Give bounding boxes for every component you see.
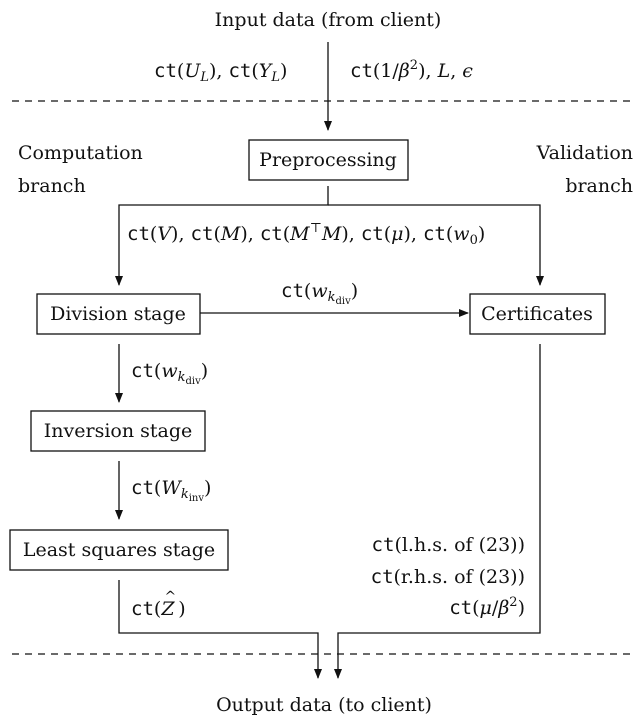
inversion-stage-box: Inversion stage — [30, 410, 206, 452]
inversion-to-least-squares-label: ct(Wkinv) — [131, 477, 211, 504]
output-data-title: Output data (to client) — [216, 694, 432, 716]
svg-text:ct(Wkinv): ct(Wkinv) — [131, 477, 211, 504]
computation-branch-label-line2: branch — [18, 175, 86, 197]
certificates-output-label-1: ct(l.h.s. of (23)) — [372, 534, 525, 556]
svg-text:ct(r.h.s. of (23)): ct(r.h.s. of (23)) — [371, 566, 525, 588]
division-stage-label: Division stage — [50, 303, 186, 325]
validation-branch-label-line2: branch — [565, 175, 633, 197]
least-squares-to-output-arrow — [118, 580, 322, 679]
svg-text:ct(1/β2), L, ϵ: ct(1/β2), L, ϵ — [350, 58, 473, 82]
preprocessing-to-division-arrow — [115, 186, 329, 286]
inversion-stage-label: Inversion stage — [44, 420, 192, 442]
input-data-title: Input data (from client) — [215, 9, 442, 31]
preprocessing-to-certificates-arrow — [328, 204, 544, 286]
computation-branch-label-line1: Computation — [18, 142, 143, 164]
svg-text:ct(l.h.s. of (23)): ct(l.h.s. of (23)) — [372, 534, 525, 556]
division-stage-box: Division stage — [36, 293, 201, 335]
certificates-label: Certificates — [481, 303, 593, 325]
input-right-label: ct(1/β2), L, ϵ — [350, 58, 473, 82]
preprocessing-output-label: ct(V), ct(M), ct(M⊤M), ct(μ), ct(w0) — [127, 221, 485, 248]
least-squares-output-label: ct(Z^) — [131, 589, 186, 620]
svg-text:ct(UL), ct(YL): ct(UL), ct(YL) — [154, 60, 287, 85]
least-squares-stage-label: Least squares stage — [23, 539, 215, 561]
svg-text:ct(wkdiv): ct(wkdiv) — [131, 360, 208, 387]
validation-branch-label-line1: Validation — [536, 142, 633, 164]
preprocessing-label: Preprocessing — [259, 149, 397, 171]
least-squares-stage-box: Least squares stage — [9, 529, 229, 571]
svg-text:ct(μ/β2): ct(μ/β2) — [449, 595, 525, 619]
svg-text:ct(V), ct(M), ct(M⊤M), ct(μ),: ct(V), ct(M), ct(M⊤M), ct(μ), ct(w0) — [127, 221, 485, 248]
division-to-inversion-label: ct(wkdiv) — [131, 360, 208, 387]
division-to-certificates-label: ct(wkdiv) — [281, 280, 358, 307]
preprocessing-box: Preprocessing — [248, 139, 409, 181]
certificates-output-label-3: ct(μ/β2) — [449, 595, 525, 619]
input-left-label: ct(UL), ct(YL) — [154, 60, 287, 85]
svg-text:ct(Z^): ct(Z^) — [131, 589, 186, 620]
certificates-output-label-2: ct(r.h.s. of (23)) — [371, 566, 525, 588]
svg-text:ct(wkdiv): ct(wkdiv) — [281, 280, 358, 307]
certificates-box: Certificates — [469, 293, 606, 335]
certificates-to-output-arrow — [334, 344, 541, 679]
